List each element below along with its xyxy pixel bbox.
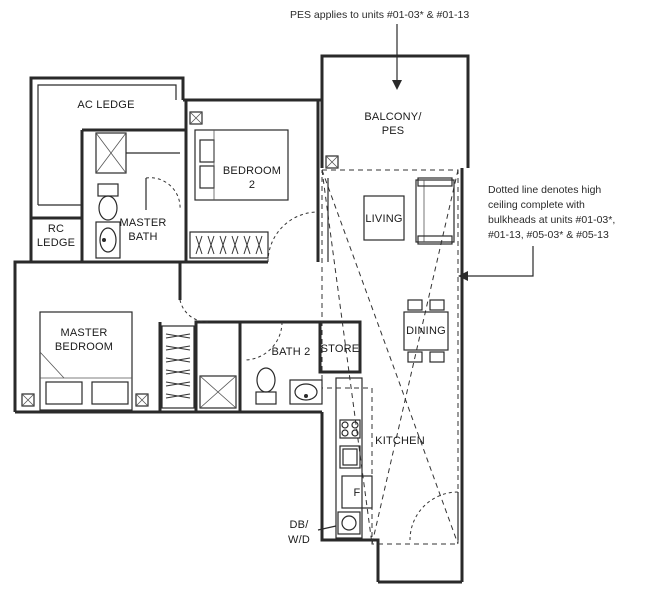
ceiling-note-line-1: Dotted line denotes high <box>488 184 601 196</box>
pes-note: PES applies to units #01-03* & #01-13 <box>290 9 469 21</box>
master-bedroom-wardrobe-icon <box>161 325 195 409</box>
bath-2-toilet-icon <box>255 367 277 405</box>
label-rc-ledge-line-2: LEDGE <box>37 237 75 249</box>
label-ac-ledge: AC LEDGE <box>77 99 134 111</box>
label-dining: DINING <box>406 325 446 337</box>
label-master-bedroom-line-2: BEDROOM <box>55 341 113 353</box>
washer-dryer-icon <box>337 511 361 535</box>
label-master-bath-line-1: MASTER <box>119 217 166 229</box>
sofa-icon <box>415 177 455 245</box>
label-bath-2: BATH 2 <box>272 346 311 358</box>
door-swings <box>145 177 459 541</box>
master-bath-basin-icon <box>95 221 121 259</box>
bath-2-basin-icon <box>289 379 323 405</box>
master-bedroom-bed-icon <box>39 311 133 411</box>
master-bath-toilet-icon <box>97 183 119 221</box>
label-living: LIVING <box>365 213 402 225</box>
ceiling-note-line-2: ceiling complete with <box>488 199 585 211</box>
db-wd-leader <box>317 525 337 531</box>
label-fridge: F <box>354 487 361 499</box>
label-balcony-line-2: PES <box>382 125 405 137</box>
label-balcony-line-1: BALCONY/ <box>364 111 422 123</box>
label-store: STORE <box>321 343 360 355</box>
bedroom-2-bed-icon <box>194 129 289 201</box>
ceiling-note-line-4: #01-13, #05-03* & #05-13 <box>488 229 609 241</box>
label-master-bedroom-line-1: MASTER <box>60 327 107 339</box>
label-db-wd-line-2: W/D <box>288 534 310 546</box>
label-kitchen: KITCHEN <box>375 435 425 447</box>
vent-icons <box>21 111 339 407</box>
fridge-icon <box>341 475 373 509</box>
ceiling-note-leader <box>462 246 534 277</box>
dining-set-icon <box>403 299 449 363</box>
living-table-icon <box>363 195 405 241</box>
ceiling-note: Dotted line denotes high ceiling complet… <box>488 184 615 241</box>
label-bedroom-2-line-2: 2 <box>249 179 255 191</box>
kitchen-hob-icon <box>339 419 361 439</box>
label-db-wd-line-1: DB/ <box>290 519 310 531</box>
kitchen-sink-icon <box>339 445 361 469</box>
pes-arrow-head <box>392 80 402 90</box>
label-bedroom-2-line-1: BEDROOM <box>223 165 281 177</box>
label-rc-ledge-line-1: RC <box>48 223 64 235</box>
ceiling-note-line-3: bulkheads at units #01-03*, <box>488 214 615 226</box>
bedroom-2-wardrobe-icon <box>189 231 269 259</box>
interior-walls <box>15 84 363 539</box>
label-master-bath-line-2: BATH <box>128 231 157 243</box>
